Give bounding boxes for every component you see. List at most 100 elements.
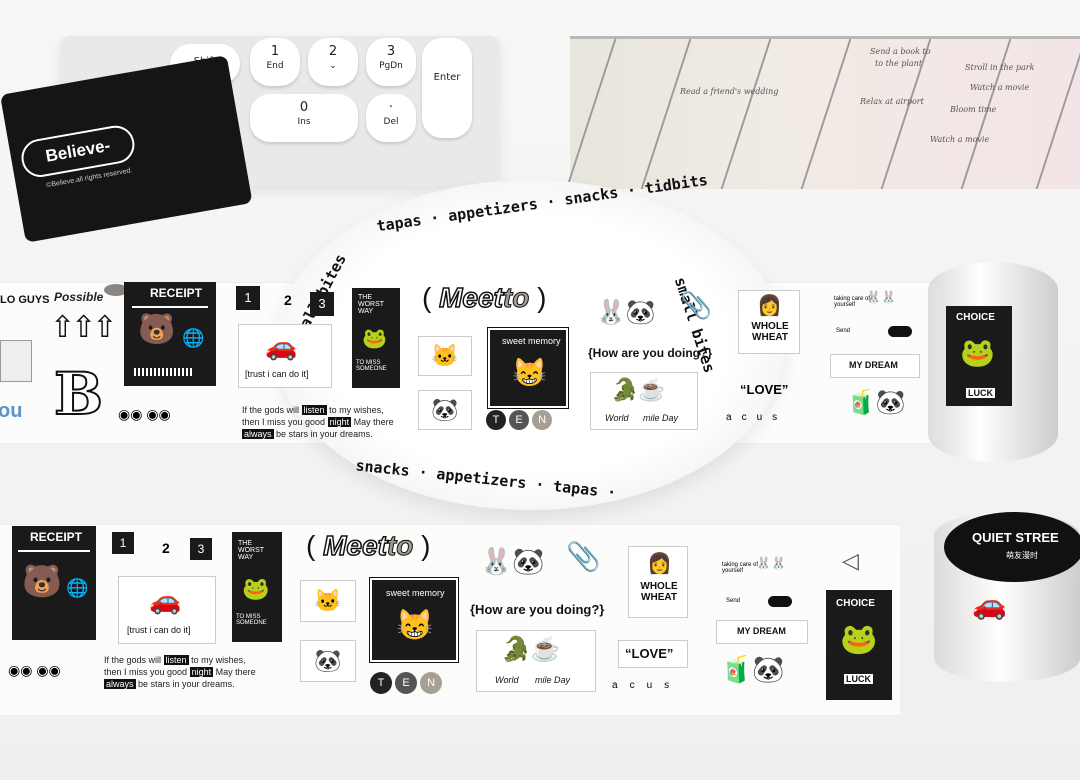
trust-sticker: 🚗 [trust i can do it] (238, 324, 332, 388)
key-enter: Enter (422, 38, 472, 138)
my-dream-sticker-lower: MY DREAM (716, 620, 808, 644)
bunny-panda-icons: 🐰🐼 (596, 299, 656, 326)
binder-clip-icon: 📎 (680, 290, 713, 320)
basket-note: Read a friend's wedding (680, 87, 779, 96)
eyes-icons-lower: ◉◉ ◉◉ (8, 662, 61, 678)
roll-label: QUIET STREE 萌友漫时 (944, 512, 1080, 582)
trust-text: [trust i can do it] (245, 369, 309, 379)
wire-basket-notebook: Send a book to to the plant Stroll in th… (565, 36, 1080, 189)
basket-note: Send a book to (870, 47, 931, 56)
number-1-tile-lower: 1 (112, 532, 134, 554)
sweet-memory-sticker-lower: sweet memory 😸 (369, 577, 459, 663)
toggle-icon (768, 596, 792, 607)
arrow-up-icons: ⇧⇧⇧ (50, 311, 117, 344)
croc-coffee-icons: 🐊☕ (611, 377, 666, 402)
send-button-sticker: Send (836, 328, 851, 334)
number-2-tile: 2 (284, 292, 292, 308)
number-1-tile: 1 (236, 286, 260, 310)
worst-way-sticker-lower: THE WORST WAY 🐸 TO MISS SOMEONE (232, 532, 282, 642)
barcode-icon (134, 368, 194, 376)
globe-icon: 🌐 (66, 578, 89, 598)
my-dream-sticker: MY DREAM (830, 354, 920, 378)
you-text: ou (0, 400, 23, 422)
choice-luck-sticker: CHOICE 🐸 LUCK (946, 306, 1012, 406)
letter-b-sticker: B (53, 359, 104, 429)
gods-quote-lower: If the gods will listen to my wishes, th… (104, 655, 256, 689)
binder-clip: Believe- ©Believe.all rights reserved. (0, 55, 253, 243)
taking-care-text: taking care of yourself (834, 296, 871, 308)
meet-to-sticker: ( Meetto ) (422, 281, 547, 314)
key-del: ·Del (366, 94, 416, 142)
worst-way-bottom: TO MISS SOMEONE (356, 360, 387, 372)
world-smile-day-sticker: 🐊☕ World mile Day (590, 372, 698, 430)
bunny-icons-lower: 🐰🐰 (756, 556, 786, 570)
whole-wheat-sticker-lower: 👩 WHOLE WHEAT (628, 546, 688, 618)
bear-icon: 🐻 (138, 313, 176, 346)
basket-note: to the plant (875, 59, 923, 68)
juice-panda-icons: 🧃🐼 (846, 389, 906, 416)
tray-text-bottom: snacks · appetizers · tapas · (354, 456, 618, 502)
car-icon: 🚗 (149, 585, 182, 615)
worst-way-sticker: THE WORST WAY 🐸 TO MISS SOMEONE (352, 288, 400, 388)
send-button-sticker-lower: Send (726, 598, 741, 604)
sweet-memory-text: sweet memory (502, 336, 561, 346)
globe-icon: 🌐 (182, 328, 205, 348)
hello-guys-label: LO GUYS (0, 294, 50, 306)
possible-label: Possible (54, 290, 104, 304)
eyes-icons: ◉◉ ◉◉ (118, 406, 171, 422)
toggle-icon (888, 326, 912, 337)
bunny-icons: 🐰🐰 (866, 290, 896, 304)
sweet-memory-sticker: sweet memory 😸 (487, 327, 569, 409)
gods-quote: If the gods will listen to my wishes, th… (242, 405, 394, 439)
bunny-panda-icons-lower: 🐰🐼 (480, 546, 545, 576)
acus-flowers-lower: acus (612, 680, 682, 691)
whole-wheat-sticker: 👩 WHOLE WHEAT (738, 290, 800, 354)
how-are-you-text-lower: {How are you doing?} (470, 602, 605, 617)
how-are-you-text: {How are you doing?} (588, 346, 713, 360)
frog-icon: 🐸 (362, 328, 387, 350)
basket-note: Bloom time (950, 105, 997, 114)
croc-coffee-icons: 🐊☕ (501, 636, 561, 663)
chef-icon: 👩 (757, 295, 782, 317)
oval-decor (104, 284, 128, 296)
frog-icon: 🐸 (960, 337, 995, 368)
love-sticker-lower: “LOVE” (618, 640, 688, 668)
basket-note: Watch a movie (930, 135, 990, 144)
photo-sticker (0, 340, 32, 382)
cat-icon: 🐱 (300, 580, 356, 622)
ten-badges: T E N (486, 410, 553, 430)
number-3-tile: 3 (310, 292, 334, 316)
world-smile-day-sticker-lower: 🐊☕ World mile Day (476, 630, 596, 692)
ten-badges-lower: T E N (370, 672, 443, 694)
receipt-sticker-lower: RECEIPT 🐻 🌐 (12, 526, 96, 640)
meet-to-sticker-lower: ( Meetto ) (306, 529, 431, 562)
number-3-tile-lower: 3 (190, 538, 212, 560)
panda-icon: 🐼 (300, 640, 356, 682)
basket-note: Stroll in the park (965, 63, 1035, 72)
acus-flowers: acus (726, 412, 788, 423)
frog-icon: 🐸 (242, 576, 270, 601)
juice-panda-icons-lower: 🧃🐼 (720, 654, 785, 684)
receipt-sticker: RECEIPT 🐻 🌐 (124, 282, 216, 386)
basket-note: Watch a movie (970, 83, 1030, 92)
number-2-tile-lower: 2 (162, 540, 170, 556)
taking-care-text-lower: taking care of yourself (722, 562, 759, 574)
basket-note: Relax at airport (860, 97, 924, 106)
chef-icon: 👩 (647, 553, 672, 575)
binder-clip-icon-lower: 📎 (566, 541, 601, 572)
triangle-icon: ◁ (842, 548, 859, 573)
receipt-title: RECEIPT (150, 286, 203, 300)
car-icon: 🚗 (265, 331, 298, 361)
car-icon: 🚗 (972, 589, 1007, 620)
tape-roll-upper: CHOICE 🐸 LUCK (928, 262, 1058, 462)
roll-label-sub: 萌友漫时 (1006, 551, 1038, 560)
roll-label-title: QUIET STREE (972, 530, 1059, 545)
worst-way-top: THE WORST WAY (358, 294, 384, 315)
cat-face-icon: 😸 (396, 609, 434, 642)
cat-icon: 🐱 (418, 336, 472, 376)
bear-icon: 🐻 (22, 563, 62, 599)
